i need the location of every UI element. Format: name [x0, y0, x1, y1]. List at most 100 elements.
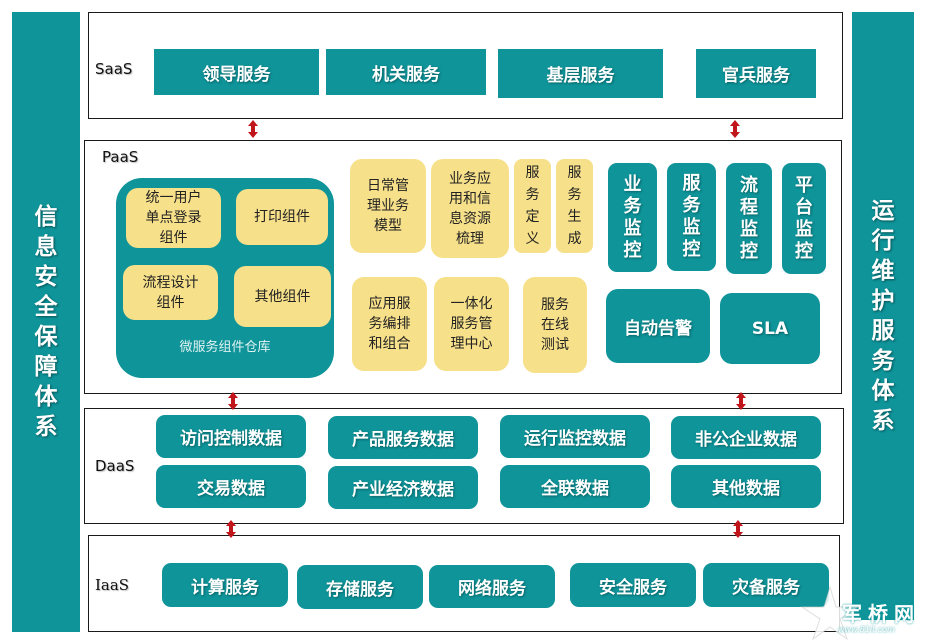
pillar-char: 息: [34, 234, 58, 260]
sla-box: SLA: [720, 293, 820, 364]
bidirectional-arrow-icon: [729, 120, 741, 138]
char: 控: [740, 240, 758, 262]
line: 单点登录: [145, 210, 202, 226]
char: 服: [567, 165, 582, 181]
char: 控: [623, 239, 642, 261]
pillar-char: 安: [34, 264, 58, 290]
info-security-pillar: 信 息 安 全 保 障 体 系: [12, 12, 80, 632]
daas-data-box: 产业经济数据: [328, 466, 478, 509]
daas-data-box: 其他数据: [671, 465, 821, 508]
line: 用和信: [449, 190, 491, 207]
saas-service-box: 基层服务: [498, 49, 663, 98]
pillar-char: 务: [871, 348, 895, 374]
char: 平: [795, 174, 813, 196]
char: 监: [623, 217, 642, 239]
pillar-char: 系: [34, 414, 58, 440]
service-mgmt-box: 日常管 理业务 模型: [350, 159, 426, 253]
iaas-service-box: 灾备服务: [703, 563, 829, 607]
char: 监: [795, 218, 813, 240]
pillar-char: 行: [871, 228, 895, 254]
char: 务: [525, 187, 540, 203]
microservice-repo-caption: 微服务组件仓库: [179, 340, 271, 355]
char: 服: [525, 165, 540, 181]
bidirectional-arrow-icon: [732, 520, 744, 538]
char: 务: [567, 187, 582, 203]
daas-data-box: 产品服务数据: [328, 416, 478, 459]
line: 和组合: [368, 336, 411, 352]
line: 组件: [159, 230, 188, 246]
iaas-service-box: 网络服务: [429, 565, 555, 608]
component-sso: 统一用户 单点登录 组件: [126, 188, 221, 248]
saas-label: SaaS: [95, 60, 133, 78]
pillar-char: 信: [34, 204, 58, 230]
line: 服务管: [450, 316, 493, 332]
saas-service-box: 机关服务: [326, 49, 486, 95]
char: 台: [795, 196, 813, 218]
char: 定: [525, 209, 540, 225]
iaas-service-box: 安全服务: [570, 563, 696, 607]
pillar-char: 体: [871, 378, 895, 404]
line: 一体化: [450, 296, 493, 312]
char: 生: [567, 209, 582, 225]
line: 在线: [541, 317, 569, 333]
char: 业: [623, 173, 642, 195]
daas-data-box: 运行监控数据: [500, 415, 650, 458]
char: 控: [682, 239, 701, 260]
char: 务: [623, 195, 642, 217]
line: 流程设计: [142, 274, 199, 291]
business-monitoring-box: 业 务 监 控: [608, 163, 657, 272]
line: 息资源: [449, 210, 491, 227]
line: 服务: [541, 297, 569, 313]
service-mgmt-box: 应用服 务编排 和组合: [352, 277, 427, 371]
service-mgmt-box: 业务应 用和信 息资源 梳理: [431, 159, 509, 258]
component-print: 打印组件: [236, 189, 328, 245]
process-monitoring-box: 流 程 监 控: [726, 163, 772, 274]
line: 理业务: [367, 198, 409, 214]
bidirectional-arrow-icon: [227, 392, 239, 410]
iaas-label: IaaS: [95, 576, 130, 594]
iaas-service-box: 存储服务: [297, 565, 423, 609]
char: 流: [740, 174, 758, 196]
platform-monitoring-box: 平 台 监 控: [782, 163, 826, 274]
pillar-char: 障: [34, 354, 58, 380]
line: 业务应: [449, 170, 491, 187]
char: 程: [740, 196, 758, 218]
daas-data-box: 访问控制数据: [156, 415, 306, 458]
char: 服: [682, 173, 701, 194]
daas-data-box: 交易数据: [156, 465, 306, 508]
service-monitoring-box: 服 务 监 控: [667, 163, 716, 271]
line: 统一用户: [145, 190, 202, 206]
pillar-char: 保: [34, 324, 58, 350]
component-workflow-design: 流程设计 组件: [123, 265, 218, 320]
paas-label: PaaS: [102, 148, 139, 166]
service-definition-box: 服 务 定 义: [514, 159, 551, 253]
pillar-char: 服: [871, 318, 895, 344]
bidirectional-arrow-icon: [735, 392, 747, 410]
bidirectional-arrow-icon: [225, 520, 237, 538]
char: 务: [682, 195, 701, 216]
char: 监: [682, 217, 701, 238]
pillar-char: 系: [871, 408, 895, 434]
saas-service-box: 官兵服务: [696, 49, 816, 98]
service-mgmt-box: 一体化 服务管 理中心: [434, 277, 509, 371]
iaas-service-box: 计算服务: [162, 563, 288, 607]
pillar-char: 护: [871, 288, 895, 314]
bidirectional-arrow-icon: [247, 120, 259, 138]
saas-service-box: 领导服务: [154, 49, 319, 95]
watermark-star-icon: [800, 585, 928, 641]
line: 梳理: [456, 230, 484, 247]
line: 务编排: [368, 316, 411, 332]
ops-maintenance-pillar: 运 行 维 护 服 务 体 系: [852, 12, 914, 620]
component-other: 其他组件: [234, 266, 331, 327]
line: 测试: [541, 337, 569, 353]
line: 日常管: [367, 178, 409, 194]
char: 成: [567, 231, 582, 247]
auto-alert-box: 自动告警: [606, 289, 710, 363]
service-online-test-box: 服务 在线 测试: [523, 277, 587, 373]
pillar-char: 运: [871, 198, 895, 224]
line: 组件: [156, 294, 185, 311]
line: 理中心: [450, 336, 493, 352]
service-generation-box: 服 务 生 成: [556, 159, 593, 253]
line: 模型: [374, 218, 402, 234]
char: 义: [525, 231, 540, 247]
